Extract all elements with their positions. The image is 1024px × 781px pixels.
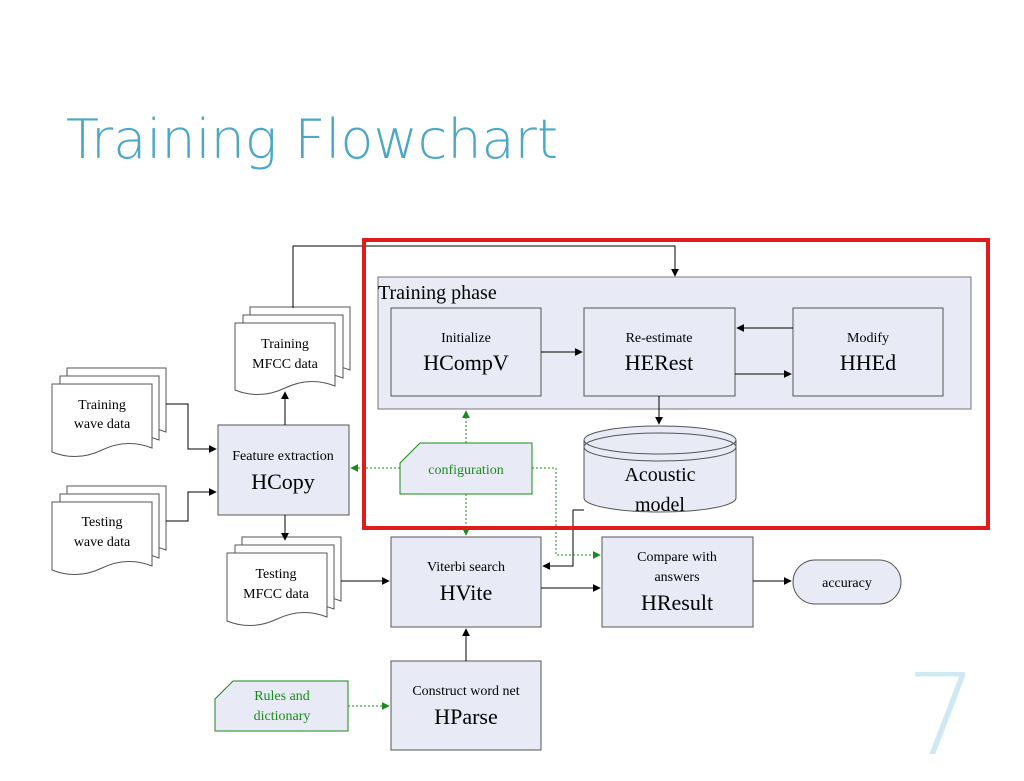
arrow-model-to-viterbi — [542, 509, 584, 570]
viterbi-tool: HVite — [440, 580, 492, 605]
reestimate-tool: HERest — [625, 350, 693, 375]
configuration-label: configuration — [428, 463, 503, 478]
reestimate-label: Re-estimate — [626, 331, 693, 346]
modify-tool: HHEd — [840, 350, 896, 375]
arrow-training-wave-to-feature — [166, 403, 217, 453]
testing-wave-doc: Testing wave data — [51, 485, 167, 575]
rules-dictionary-node: Rules and dictionary — [214, 680, 349, 732]
viterbi-label: Viterbi search — [427, 560, 505, 575]
viterbi-node: Viterbi search HVite — [390, 536, 542, 628]
training-phase-label: Training phase — [378, 282, 497, 304]
feature-extraction-label: Feature extraction — [232, 449, 333, 464]
testing-mfcc-doc: Testing MFCC data — [226, 536, 342, 626]
connectors — [166, 245, 793, 661]
arrow-testing-wave-to-feature — [166, 488, 217, 522]
arrow-mfcc-to-training-phase — [292, 245, 679, 308]
construct-label: Construct word net — [412, 684, 519, 699]
reestimate-node: Re-estimate HERest — [583, 307, 736, 397]
accuracy-label: accuracy — [822, 576, 872, 591]
training-wave-line2: wave data — [74, 417, 131, 432]
testing-mfcc-line1: Testing — [255, 567, 296, 582]
initialize-node: Initialize HCompV — [390, 307, 542, 397]
acoustic-model-line1: Acoustic — [624, 464, 695, 486]
testing-mfcc-line2: MFCC data — [243, 587, 310, 602]
testing-wave-line2: wave data — [74, 535, 131, 550]
compare-label-line1: Compare with — [637, 550, 717, 565]
training-phase-highlight — [362, 238, 990, 530]
construct-node: Construct word net HParse — [390, 660, 542, 751]
initialize-tool: HCompV — [423, 350, 509, 375]
modify-label: Modify — [847, 331, 889, 346]
training-wave-line1: Training — [78, 398, 126, 413]
config-connectors — [348, 410, 601, 710]
compare-label-line2: answers — [654, 570, 699, 585]
construct-tool: HParse — [434, 704, 498, 729]
training-mfcc-line2: MFCC data — [252, 357, 319, 372]
configuration-node: configuration — [399, 442, 533, 495]
page-number: 7 — [906, 651, 978, 781]
training-wave-doc: Training wave data — [51, 367, 167, 457]
slide-title: Training Flowchart — [66, 108, 559, 171]
feature-extraction-tool: HCopy — [251, 469, 315, 494]
training-mfcc-doc: Training MFCC data — [234, 306, 351, 395]
compare-tool: HResult — [641, 590, 713, 615]
testing-wave-line1: Testing — [81, 515, 122, 530]
acoustic-model-node: Acoustic model — [583, 425, 737, 516]
initialize-label: Initialize — [441, 331, 491, 346]
training-mfcc-line1: Training — [261, 337, 309, 352]
arrow-config-to-compare — [532, 467, 601, 559]
modify-node: Modify HHEd — [792, 307, 944, 397]
accuracy-node: accuracy — [792, 559, 902, 605]
acoustic-model-line2: model — [635, 494, 685, 516]
rules-line1: Rules and — [254, 689, 310, 704]
rules-line2: dictionary — [254, 709, 311, 724]
feature-extraction-node: Feature extraction HCopy — [217, 424, 350, 516]
compare-node: Compare with answers HResult — [601, 536, 754, 628]
